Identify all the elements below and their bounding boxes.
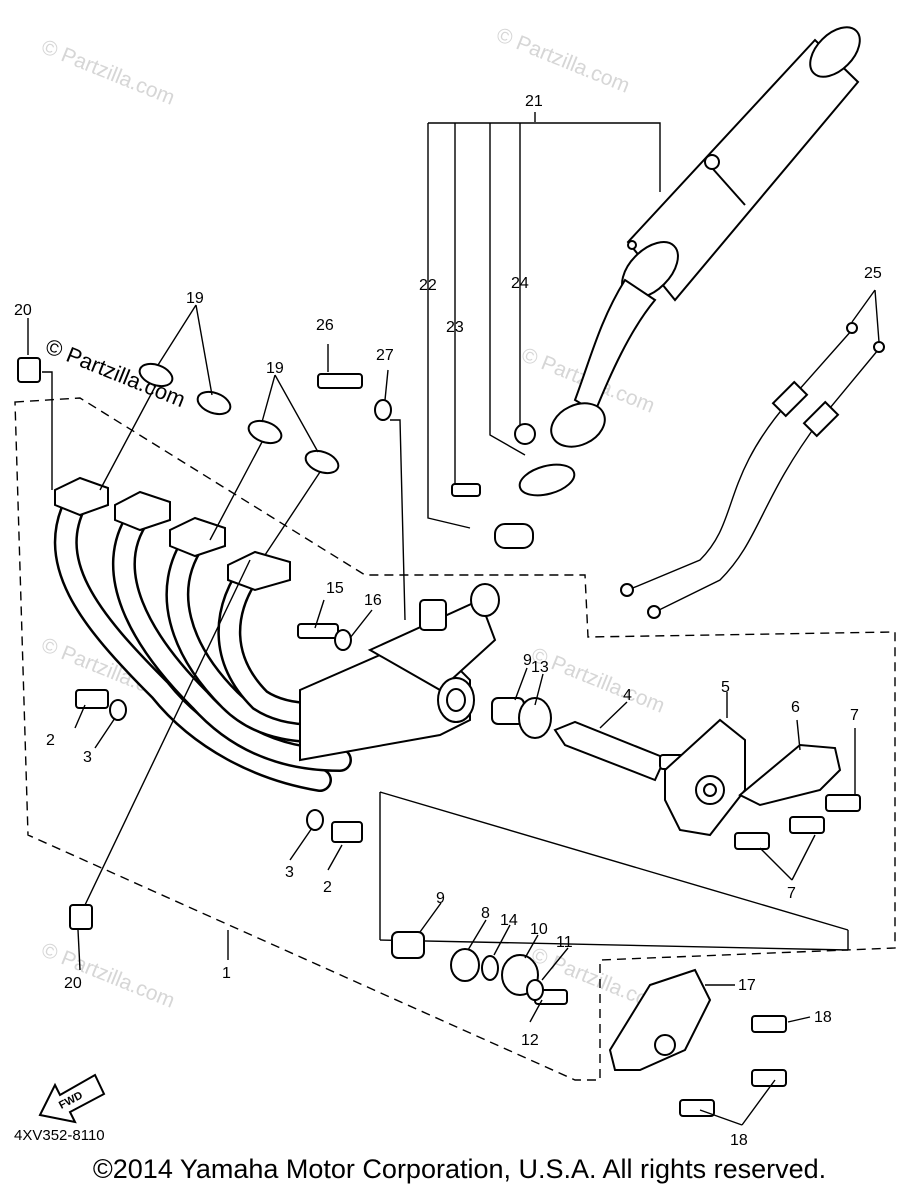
callout-9: 9 <box>523 652 532 669</box>
callout-5: 5 <box>721 679 730 696</box>
exhaust-header-pipes <box>53 476 500 792</box>
callout-21: 21 <box>525 93 543 110</box>
clamp-bolt-23 <box>451 483 481 497</box>
callout-7: 7 <box>850 707 859 724</box>
callout-19: 19 <box>186 290 204 307</box>
group-outline-lower <box>379 791 849 951</box>
throttle-cables <box>620 322 885 619</box>
callout-27: 27 <box>376 347 394 364</box>
watermark: © Partzilla.com <box>38 938 178 1012</box>
gasket-19 <box>304 449 340 475</box>
callout-22: 22 <box>419 277 437 294</box>
callout-9: 9 <box>436 890 445 907</box>
watermark: © Partzilla.com <box>38 35 178 109</box>
callout-26: 26 <box>316 317 334 334</box>
muffler <box>550 26 861 448</box>
copyright-notice: ©2014 Yamaha Motor Corporation, U.S.A. A… <box>92 1154 827 1184</box>
muffler-clamp <box>518 463 576 497</box>
callout-18: 18 <box>730 1132 748 1149</box>
callout-18: 18 <box>814 1009 832 1026</box>
callouts: 1 2 2 3 3 4 5 6 7 7 8 9 9 10 11 12 13 14… <box>14 93 882 1149</box>
callout-10: 10 <box>530 921 548 938</box>
watermark: © Partzilla.com <box>493 23 633 97</box>
drawing-code: 4XV352-8110 <box>14 1127 105 1144</box>
callout-24: 24 <box>511 275 529 292</box>
callout-20: 20 <box>64 975 82 992</box>
servo-assembly <box>553 718 842 837</box>
gasket-19 <box>196 390 232 416</box>
group-outline-muffler <box>427 112 661 529</box>
callout-17: 17 <box>738 977 756 994</box>
callout-20: 20 <box>14 302 32 319</box>
gasket-19 <box>247 419 283 445</box>
callout-6: 6 <box>791 699 800 716</box>
forward-arrow: FWD <box>38 1073 106 1124</box>
callout-1: 1 <box>222 965 231 982</box>
gasket-19 <box>138 362 174 388</box>
callout-12: 12 <box>521 1032 539 1049</box>
callout-8: 8 <box>481 905 490 922</box>
leader-lines <box>27 289 880 1126</box>
callout-3: 3 <box>285 864 294 881</box>
servo-cover <box>608 968 712 1071</box>
callout-19: 19 <box>266 360 284 377</box>
clamp-nut-24 <box>514 423 536 445</box>
servo-cover-boss <box>654 1034 676 1056</box>
callout-16: 16 <box>364 592 382 609</box>
callout-3: 3 <box>83 749 92 766</box>
assembly-outline-1 <box>14 397 896 1081</box>
callout-13: 13 <box>531 659 549 676</box>
callout-23: 23 <box>446 319 464 336</box>
callout-15: 15 <box>326 580 344 597</box>
callout-4: 4 <box>623 687 632 704</box>
muffler-gasket <box>494 523 534 549</box>
fasteners <box>17 357 861 1117</box>
callout-11: 11 <box>556 934 573 951</box>
callout-25: 25 <box>864 265 882 282</box>
callout-2: 2 <box>46 732 55 749</box>
callout-2: 2 <box>323 879 332 896</box>
callout-7: 7 <box>787 885 796 902</box>
callout-14: 14 <box>500 912 518 929</box>
